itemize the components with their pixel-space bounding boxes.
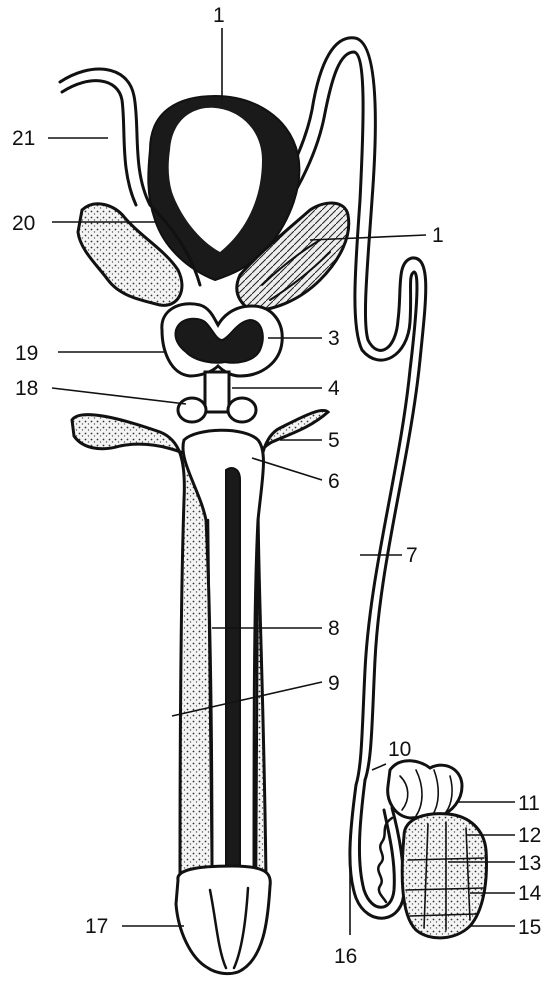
- label-4: 4: [328, 377, 340, 400]
- label-5: 5: [328, 429, 340, 452]
- label-1-seminal-vesicle: 1: [432, 224, 444, 247]
- epididymis: [388, 761, 462, 818]
- label-9: 9: [328, 672, 340, 695]
- duct-of-epididymis: [378, 818, 392, 902]
- spongy-urethra: [226, 468, 240, 880]
- label-19: 19: [15, 342, 38, 365]
- membranous-urethra: [205, 372, 229, 412]
- label-11: 11: [518, 792, 540, 815]
- bulbourethral-gland-left: [178, 398, 206, 422]
- ureter-left: [60, 69, 150, 205]
- bulbourethral-gland-right: [228, 398, 256, 422]
- label-7: 7: [406, 544, 418, 567]
- label-3: 3: [328, 327, 340, 350]
- label-6: 6: [328, 470, 340, 493]
- testis: [402, 814, 486, 938]
- label-15: 15: [518, 916, 541, 939]
- label-12: 12: [518, 824, 541, 847]
- label-10: 10: [388, 738, 411, 761]
- label-13: 13: [518, 852, 541, 875]
- label-21: 21: [12, 127, 35, 150]
- label-16: 16: [334, 945, 357, 968]
- label-8: 8: [328, 617, 340, 640]
- label-17: 17: [85, 915, 108, 938]
- label-20: 20: [12, 212, 35, 235]
- label-1-bladder: 1: [213, 4, 225, 27]
- label-18: 18: [15, 377, 38, 400]
- label-14: 14: [518, 882, 542, 905]
